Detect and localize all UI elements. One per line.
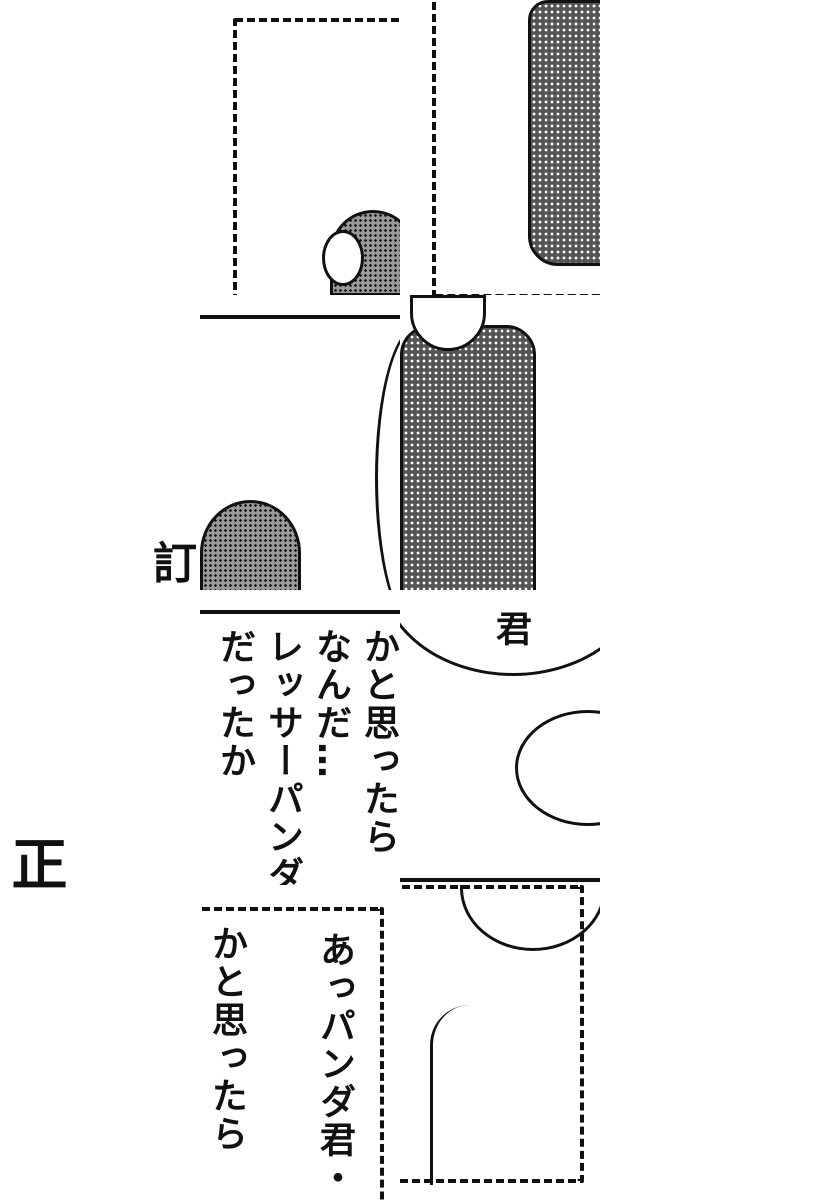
panel-figure-body bbox=[400, 0, 600, 295]
panel-red-panda-standing bbox=[400, 295, 600, 590]
panel-border bbox=[432, 0, 600, 295]
panel-dialogue: かと思ったら なんだ… レッサーパンダ だったか bbox=[200, 590, 400, 885]
panel-red-panda-back bbox=[200, 295, 400, 590]
red-panda-head bbox=[200, 500, 301, 590]
panel-border bbox=[400, 878, 600, 882]
character-body-outline bbox=[430, 1005, 513, 1185]
panel-border bbox=[200, 610, 400, 614]
panel-exclaim: あっパンダ君・ かと思ったら bbox=[200, 885, 400, 1200]
fragment-text-a: 訂 bbox=[145, 540, 196, 586]
fragment-text-b: 正 bbox=[2, 835, 67, 893]
speech-bubble bbox=[400, 590, 600, 676]
figure-coat bbox=[528, 0, 600, 266]
bubble-edge bbox=[375, 325, 400, 590]
dialogue-line-cut-bottom: かと思ったら bbox=[206, 925, 247, 1153]
panel-character-closeup bbox=[400, 885, 600, 1185]
panel-border bbox=[200, 907, 384, 1200]
panel-border bbox=[233, 18, 400, 295]
red-panda-body bbox=[400, 325, 536, 590]
dialogue-line-2: レッサーパンダ bbox=[262, 628, 303, 885]
red-panda-ear bbox=[322, 230, 364, 286]
panel-speech-bubble: 君 bbox=[400, 590, 600, 885]
dialogue-line-3: だったか bbox=[214, 628, 255, 780]
dialogue-line-cut: かと思ったら bbox=[358, 628, 399, 856]
character-head bbox=[515, 710, 600, 826]
panel-empty-doorway bbox=[200, 0, 400, 295]
panel-border bbox=[200, 315, 400, 319]
dialogue-line-1: なんだ… bbox=[310, 628, 351, 780]
speech-text: 君 bbox=[490, 610, 531, 648]
dialogue-exclaim: あっパンダ君・ bbox=[314, 931, 355, 1197]
